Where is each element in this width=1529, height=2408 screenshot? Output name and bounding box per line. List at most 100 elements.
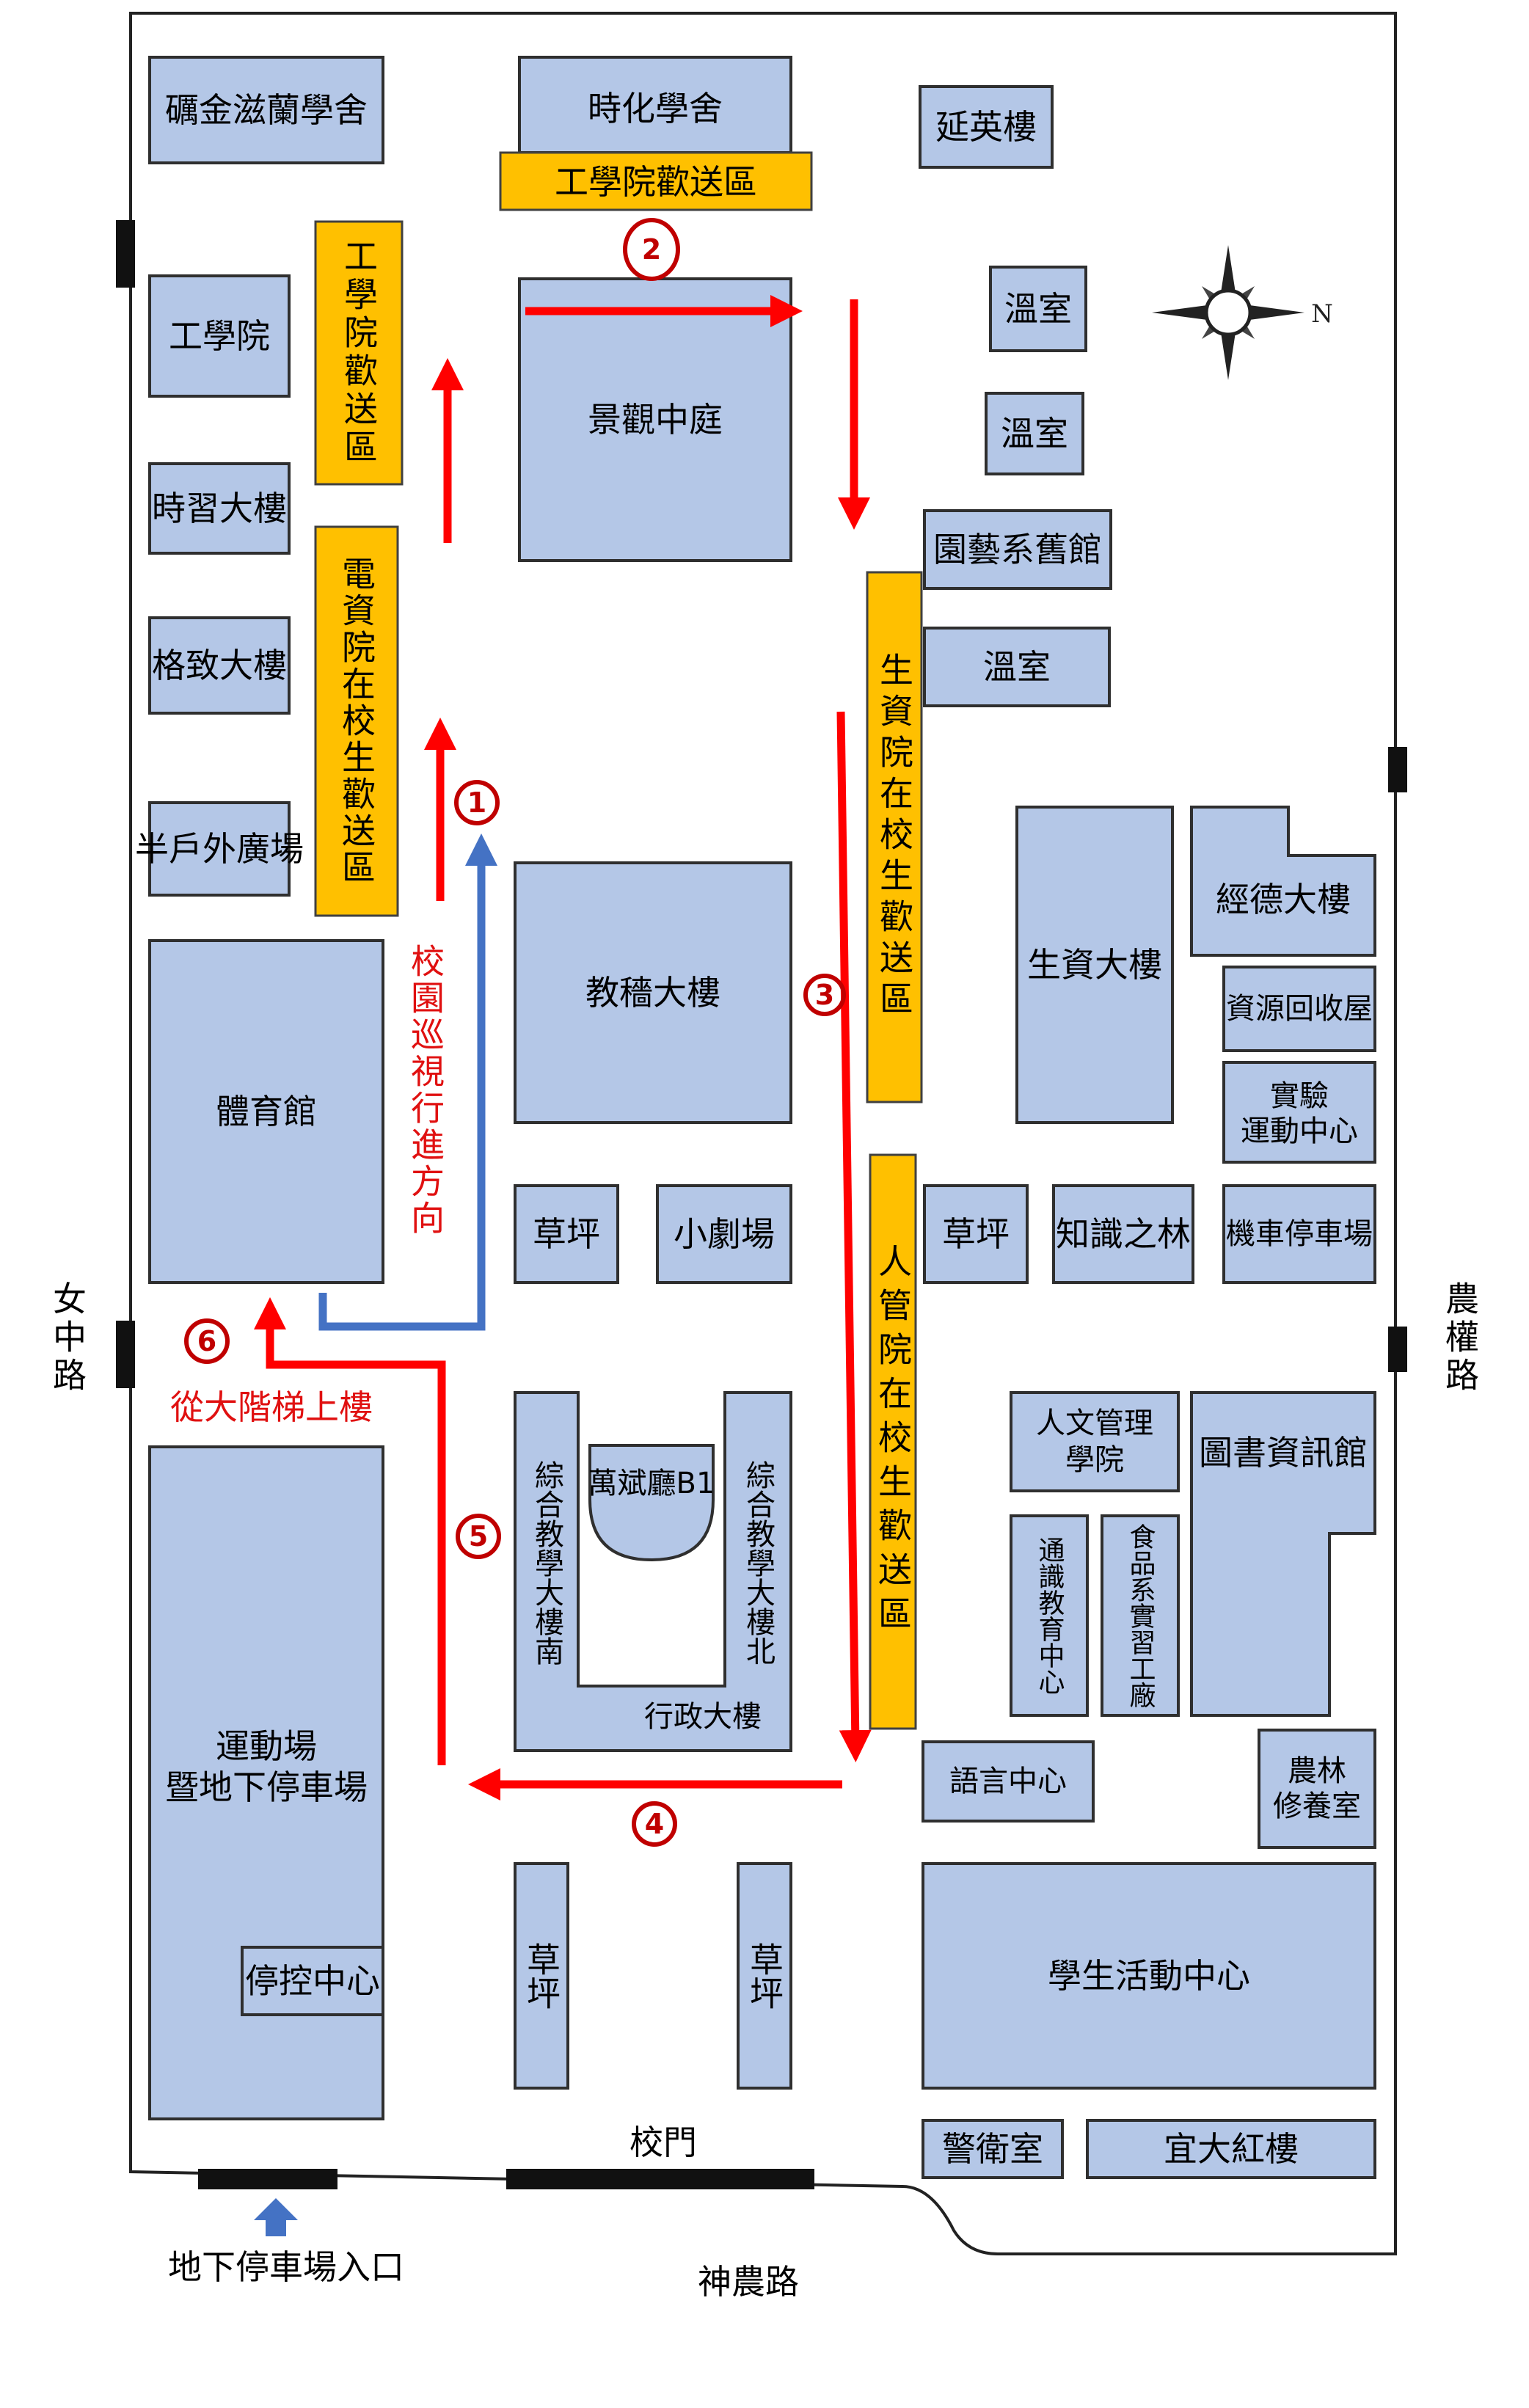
svg-text:生資大樓: 生資大樓 <box>1027 945 1162 985</box>
building-wenshi-1[interactable]: 溫室 <box>989 266 1087 352</box>
building-caoping-2[interactable]: 草坪 <box>923 1184 1029 1284</box>
svg-text:2: 2 <box>642 233 661 266</box>
svg-text:4: 4 <box>645 1808 664 1840</box>
svg-text:時化學舍: 時化學舍 <box>588 89 723 128</box>
main-gate-label: 校門 <box>630 2123 697 2162</box>
patrol-arrow <box>318 833 497 1331</box>
building-caoping-4[interactable]: 草坪 <box>737 1862 792 2090</box>
svg-text:經德大樓: 經德大樓 <box>1216 880 1351 919</box>
svg-text:語言中心: 語言中心 <box>949 1765 1067 1798</box>
svg-text:草坪: 草坪 <box>522 1942 561 2010</box>
building-jingwei[interactable]: 警衛室 <box>922 2119 1064 2179</box>
svg-text:機車停車場: 機車停車場 <box>1226 1217 1373 1251</box>
parking-entrance-arrow <box>254 2198 298 2236</box>
svg-text:警衛室: 警衛室 <box>942 2129 1043 2169</box>
svg-text:通識教育中心: 通識教育中心 <box>1034 1536 1065 1695</box>
route-arrow-3b <box>836 711 872 1762</box>
building-caoping-3[interactable]: 草坪 <box>514 1862 569 2090</box>
building-yanying[interactable]: 延英樓 <box>919 85 1054 169</box>
right-gate-top <box>1388 747 1407 792</box>
building-wenshi-2[interactable]: 溫室 <box>985 392 1084 475</box>
left-gate-top <box>116 220 135 288</box>
road-right: 農權路 <box>1440 1281 1480 1395</box>
building-shengzi[interactable]: 生資大樓 <box>1015 806 1174 1124</box>
zone-engineering-side: 工學院歡送區 <box>314 220 404 486</box>
svg-text:食品系實習工廠: 食品系實習工廠 <box>1125 1523 1156 1708</box>
building-ziyuan[interactable]: 資源回收屋 <box>1222 966 1376 1052</box>
campus-boundary <box>129 12 1397 2255</box>
svg-text:溫室: 溫室 <box>1004 289 1072 329</box>
zonghe-nan-label: 綜合教學大樓南 <box>530 1460 563 1665</box>
svg-text:農林: 農林 <box>1288 1754 1346 1788</box>
svg-text:人文管理: 人文管理 <box>1036 1407 1153 1440</box>
building-jingguan[interactable]: 景觀中庭 <box>518 277 792 562</box>
step-1: 1 <box>454 780 500 825</box>
svg-text:宜大紅樓: 宜大紅樓 <box>1164 2129 1299 2169</box>
zone-bio: 生資院在校生歡送區 <box>866 571 923 1103</box>
svg-text:電資院在校生歡送區: 電資院在校生歡送區 <box>337 556 376 886</box>
svg-text:學生活動中心: 學生活動中心 <box>1048 1956 1250 1996</box>
step-2: 2 <box>623 218 680 281</box>
svg-text:礪金滋蘭學舍: 礪金滋蘭學舍 <box>165 90 368 130</box>
svg-text:6: 6 <box>197 1325 216 1357</box>
svg-text:1: 1 <box>467 787 486 819</box>
building-gezhi[interactable]: 格致大樓 <box>148 616 291 715</box>
parking-entrance-label: 地下停車場入口 <box>168 2247 404 2287</box>
svg-text:運動中心: 運動中心 <box>1241 1114 1358 1148</box>
route-arrow-5-6 <box>254 1297 446 1765</box>
svg-text:草坪: 草坪 <box>533 1214 600 1254</box>
svg-text:體育館: 體育館 <box>216 1092 317 1131</box>
svg-text:工學院歡送區: 工學院歡送區 <box>339 238 379 467</box>
svg-text:5: 5 <box>469 1520 488 1553</box>
svg-text:停控中心: 停控中心 <box>245 1961 380 2001</box>
building-gongxueyuan[interactable]: 工學院 <box>148 274 291 398</box>
svg-text:知識之林: 知識之林 <box>1056 1214 1191 1254</box>
svg-text:N: N <box>1311 299 1333 329</box>
building-tongshi[interactable]: 通識教育中心 <box>1010 1514 1089 1717</box>
svg-text:運動場: 運動場 <box>216 1726 317 1766</box>
building-xiaojuchang[interactable]: 小劇場 <box>656 1184 792 1284</box>
svg-text:格致大樓: 格致大樓 <box>152 646 287 685</box>
svg-text:溫室: 溫室 <box>983 647 1051 687</box>
parking-gate <box>198 2169 337 2189</box>
svg-text:時習大樓: 時習大樓 <box>152 489 287 528</box>
wanbin-label: 萬斌廳B1 <box>588 1467 715 1500</box>
building-shipin[interactable]: 食品系實習工廠 <box>1101 1514 1180 1717</box>
building-zhishi[interactable]: 知識之林 <box>1052 1184 1194 1284</box>
step-3: 3 <box>803 974 846 1016</box>
building-caoping-1[interactable]: 草坪 <box>514 1184 619 1284</box>
svg-text:資源回收屋: 資源回收屋 <box>1226 992 1373 1026</box>
building-xuesheng[interactable]: 學生活動中心 <box>922 1862 1376 2090</box>
svg-text:延英樓: 延英樓 <box>935 107 1037 147</box>
patrol-direction-label: 校園巡視行進方向 <box>406 944 445 1237</box>
step-6: 6 <box>184 1318 230 1364</box>
building-tingkong[interactable]: 停控中心 <box>241 1946 384 2016</box>
building-jingde[interactable]: 經德大樓 <box>1190 806 1376 957</box>
building-tushu[interactable]: 圖書資訊館 <box>1190 1391 1376 1717</box>
zone-humanities: 人管院在校生歡送區 <box>869 1153 917 1730</box>
svg-text:學院: 學院 <box>1065 1443 1124 1477</box>
building-yuyan[interactable]: 語言中心 <box>922 1740 1095 1823</box>
xingzheng-label: 行政大樓 <box>644 1700 762 1734</box>
building-shixi[interactable]: 時習大樓 <box>148 462 291 555</box>
building-zonghe[interactable] <box>514 1391 792 1752</box>
zone-engineering-top: 工學院歡送區 <box>499 151 813 211</box>
svg-text:小劇場: 小劇場 <box>674 1214 775 1254</box>
building-lanxue[interactable]: 礪金滋蘭學舍 <box>148 56 384 164</box>
building-jiche[interactable]: 機車停車場 <box>1222 1184 1376 1284</box>
building-tiyuguan[interactable]: 體育館 <box>148 939 384 1284</box>
building-wenshi-3[interactable]: 溫室 <box>923 627 1111 707</box>
svg-text:生資院在校生歡送區: 生資院在校生歡送區 <box>875 652 914 1022</box>
building-yuanyi[interactable]: 園藝系舊館 <box>923 509 1112 590</box>
building-hongl[interactable]: 宜大紅樓 <box>1086 2119 1376 2179</box>
building-banhuwai[interactable]: 半戶外廣場 <box>135 801 304 897</box>
building-jiaoji[interactable]: 教穡大樓 <box>514 861 792 1124</box>
svg-text:人管院在校生歡送區: 人管院在校生歡送區 <box>873 1244 913 1640</box>
building-shihua[interactable]: 時化學舍 <box>518 56 792 154</box>
svg-text:實驗: 實驗 <box>1270 1079 1329 1113</box>
